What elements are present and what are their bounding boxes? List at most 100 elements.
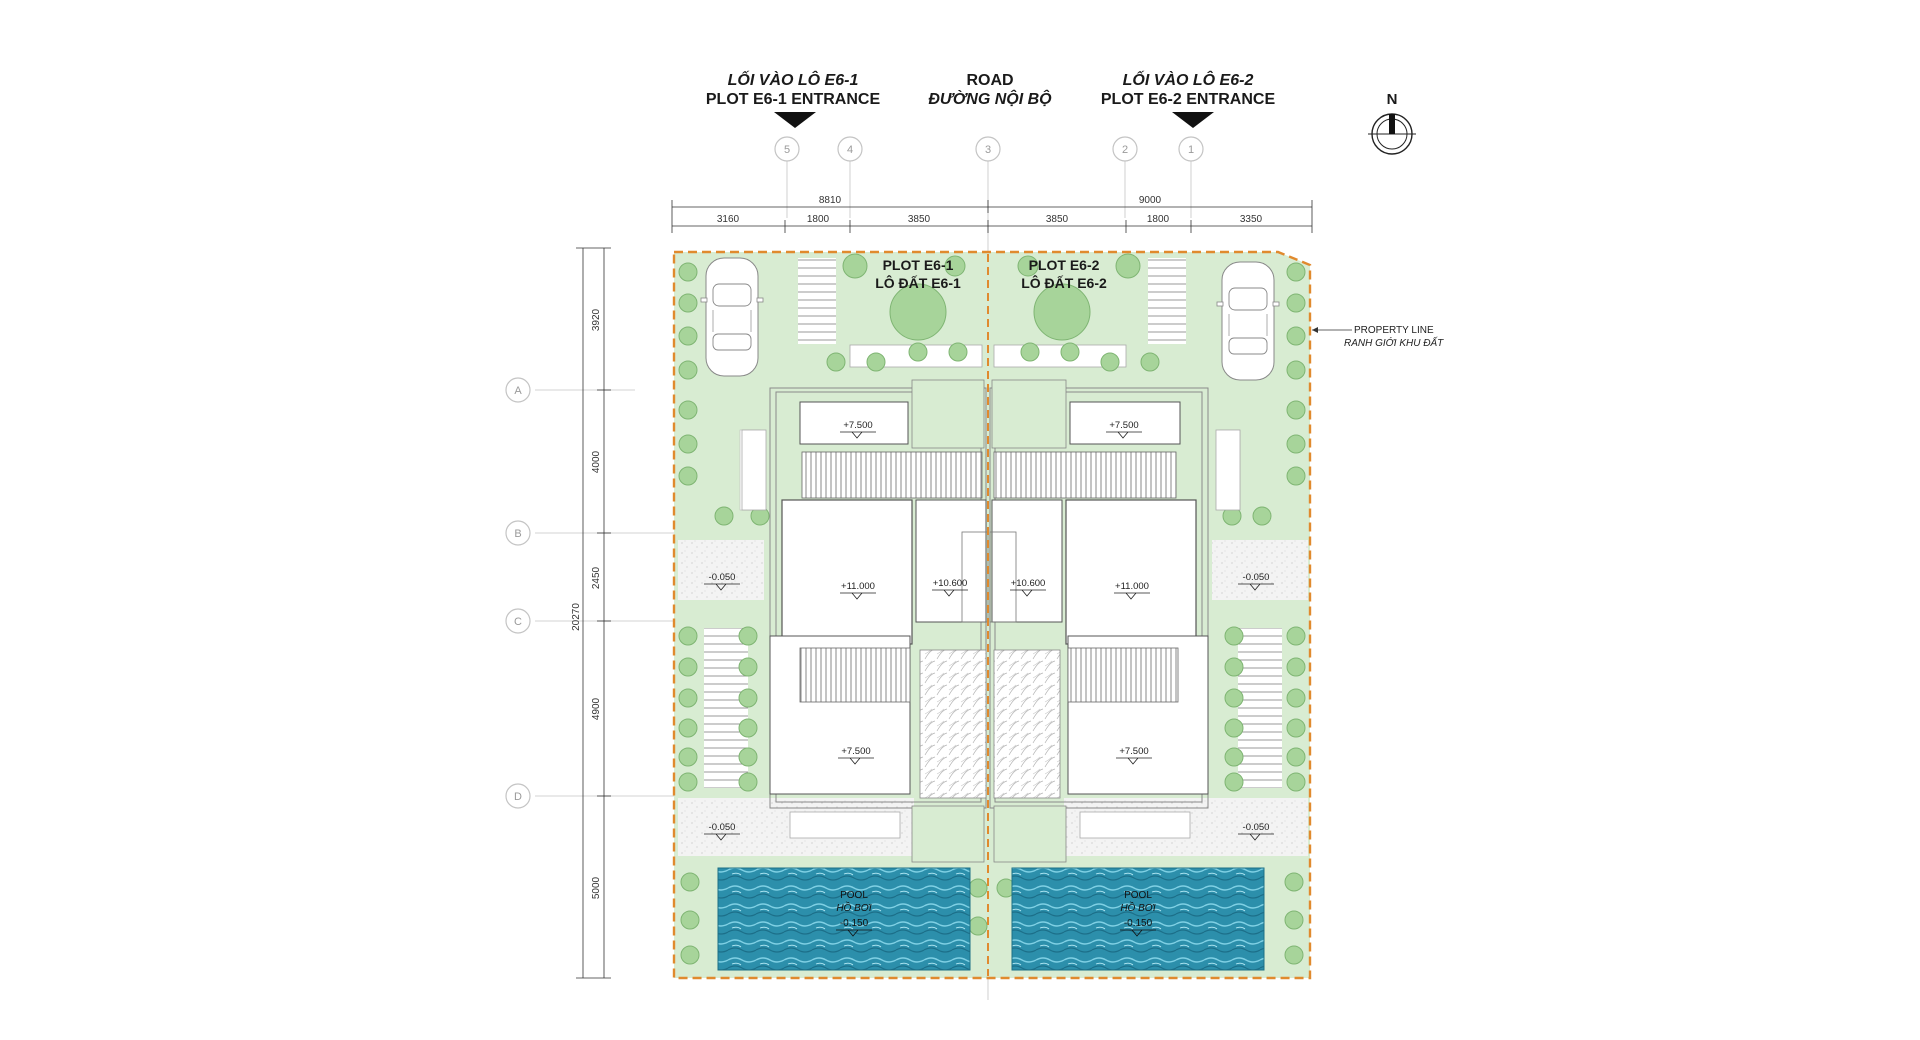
tree — [678, 688, 698, 708]
tree — [678, 747, 698, 767]
road-label: ROAD ĐƯỜNG NỘI BỘ — [928, 72, 1052, 108]
car-icon — [1216, 261, 1280, 381]
tree — [826, 352, 846, 372]
north-arrow-icon: N — [1368, 91, 1416, 155]
svg-text:+7.500: +7.500 — [841, 746, 870, 757]
tree — [1286, 326, 1306, 346]
svg-text:A: A — [514, 385, 522, 397]
svg-text:-0.050: -0.050 — [1243, 822, 1270, 833]
tree — [944, 255, 966, 277]
side-panel — [741, 429, 767, 511]
tree — [678, 626, 698, 646]
level-marker: +10.600 — [932, 578, 968, 597]
tree — [1286, 747, 1306, 767]
tree — [738, 657, 758, 677]
entrance-right-arrow — [1172, 112, 1214, 128]
tree — [678, 718, 698, 738]
green-terrace — [991, 379, 1067, 449]
svg-text:N: N — [1387, 91, 1398, 108]
svg-text:POOL: POOL — [1124, 890, 1152, 901]
level-marker: +7.500 — [838, 746, 874, 765]
planter-box — [789, 811, 901, 839]
dim-top-part: 3850 — [1046, 214, 1069, 225]
dim-top-total-right: 9000 — [1139, 195, 1162, 206]
tree — [1140, 352, 1160, 372]
tree — [714, 506, 734, 526]
tree — [1224, 626, 1244, 646]
svg-text:5: 5 — [784, 144, 790, 156]
svg-text:+7.500: +7.500 — [1119, 746, 1148, 757]
level-marker: +7.500 — [840, 420, 876, 439]
tree — [1286, 466, 1306, 486]
louvre-upper-left — [801, 451, 983, 499]
svg-text:PLOT E6-1: PLOT E6-1 — [883, 257, 954, 273]
planter-box — [1079, 811, 1191, 839]
tree — [1224, 718, 1244, 738]
tree — [738, 718, 758, 738]
tree — [889, 283, 947, 341]
roof-main-right — [1065, 499, 1197, 645]
skylight — [961, 531, 989, 623]
level-marker: +11.000 — [840, 581, 876, 600]
svg-text:+7.500: +7.500 — [1109, 420, 1138, 431]
level-marker: -0.050 — [704, 572, 740, 591]
tree — [1286, 626, 1306, 646]
tree — [1115, 253, 1141, 279]
svg-text:PLOT E6-2 ENTRANCE: PLOT E6-2 ENTRANCE — [1101, 91, 1276, 108]
svg-text:-0.150: -0.150 — [1124, 918, 1153, 929]
tree — [1286, 400, 1306, 420]
louvre-lower-right — [1067, 647, 1179, 703]
paving-stripes — [1148, 258, 1186, 344]
svg-text:-0.050: -0.050 — [709, 572, 736, 583]
tree — [1286, 360, 1306, 380]
tree — [678, 293, 698, 313]
tree — [1224, 772, 1244, 792]
svg-text:PROPERTY LINE: PROPERTY LINE — [1354, 325, 1434, 336]
dim-left-part: 3920 — [591, 308, 602, 331]
tree — [680, 945, 700, 965]
svg-text:+11.000: +11.000 — [1115, 581, 1149, 592]
svg-text:-0.050: -0.050 — [1243, 572, 1270, 583]
tree — [1284, 945, 1304, 965]
left-dimension-lines — [576, 247, 611, 979]
svg-text:1: 1 — [1188, 144, 1194, 156]
dim-top-part: 3160 — [717, 214, 740, 225]
level-marker: -0.050 — [1238, 572, 1274, 591]
level-marker: +7.500 — [1106, 420, 1142, 439]
level-marker: -0.050 — [1238, 822, 1274, 841]
dim-top-part: 3350 — [1240, 214, 1263, 225]
skylight — [989, 531, 1017, 623]
site — [672, 250, 1312, 980]
grid-bubble: D — [505, 783, 531, 809]
svg-text:LÔ ĐẤT E6-1: LÔ ĐẤT E6-1 — [875, 274, 961, 291]
entrance-left-label: LỐI VÀO LÔ E6-1 PLOT E6-1 ENTRANCE — [706, 70, 881, 128]
tree — [1017, 255, 1039, 277]
tree — [968, 916, 988, 936]
grid-bubble: 5 — [774, 136, 800, 162]
trees — [678, 253, 1306, 965]
tree — [1286, 772, 1306, 792]
property-line — [672, 250, 1312, 980]
green-terrace — [911, 805, 985, 863]
dim-left-part: 5000 — [591, 876, 602, 899]
tree — [1286, 262, 1306, 282]
dim-top-part: 1800 — [807, 214, 830, 225]
tree — [968, 878, 988, 898]
plot-label-right: PLOT E6-2 LÔ ĐẤT E6-2 — [1021, 257, 1107, 291]
green-terrace — [993, 805, 1067, 863]
louvre-lower-left — [799, 647, 911, 703]
tree — [680, 872, 700, 892]
tree — [1033, 283, 1091, 341]
screen-panel-right — [993, 649, 1061, 799]
tree — [1286, 657, 1306, 677]
paved-strip-left-mid — [678, 540, 764, 600]
entrance-right-label: LỐI VÀO LÔ E6-2 PLOT E6-2 ENTRANCE — [1101, 70, 1276, 128]
svg-text:PLOT E6-1 ENTRANCE: PLOT E6-1 ENTRANCE — [706, 91, 881, 108]
tree — [1224, 688, 1244, 708]
svg-text:-0.150: -0.150 — [840, 918, 869, 929]
tree — [678, 657, 698, 677]
grid-bubble: C — [505, 608, 531, 634]
svg-text:4: 4 — [847, 144, 853, 156]
